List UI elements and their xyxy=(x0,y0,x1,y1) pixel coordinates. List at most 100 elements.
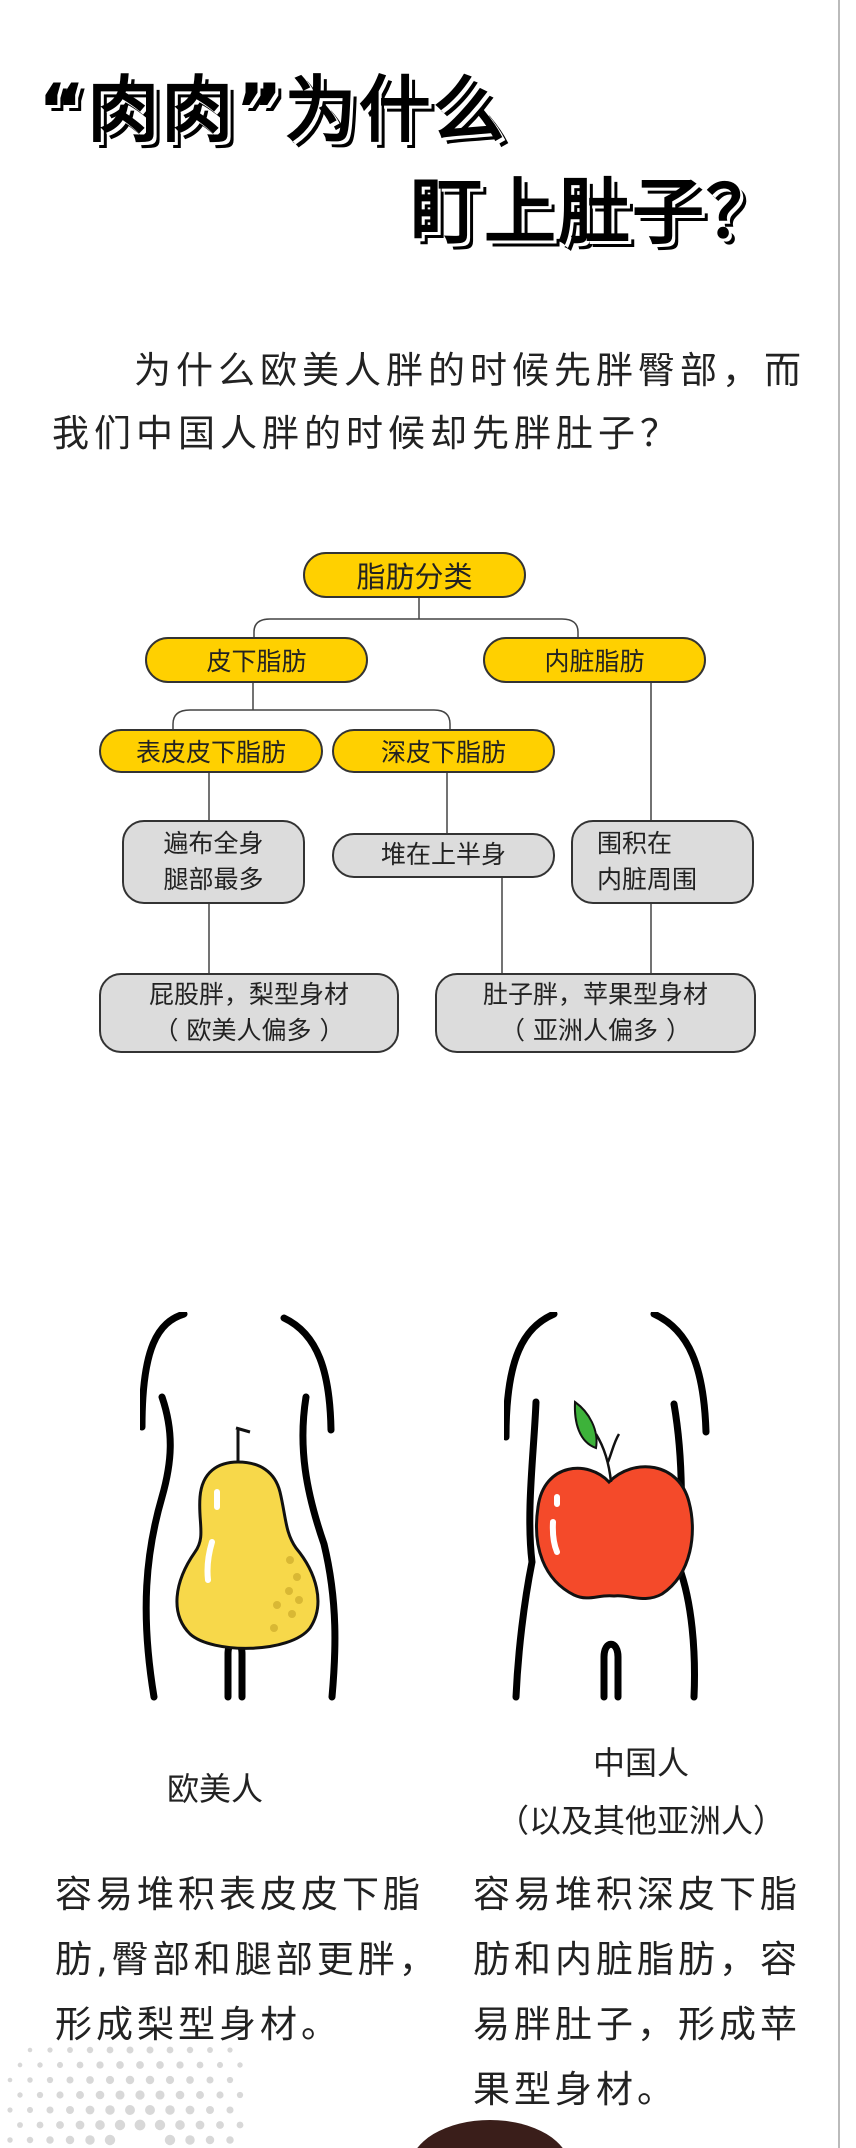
left-waist xyxy=(142,1393,174,1701)
decorative-dot xyxy=(185,2105,195,2115)
decorative-dot xyxy=(115,2090,125,2100)
decorative-dot xyxy=(86,2076,94,2084)
node-pear-result: 屁股胖，梨型身材 （ 欧美人偏多 ） xyxy=(99,973,399,1053)
text-line: 易胖肚子，形成苹 xyxy=(473,2003,801,2046)
decorative-dot xyxy=(216,2121,224,2129)
node-superficial-subcutaneous-fat: 表皮皮下脂肪 xyxy=(99,729,323,773)
left-column-text: 容易堆积表皮皮下脂 肪,臀部和腿部更胖， 形成梨型身材。 xyxy=(55,1862,440,2057)
decorative-dot xyxy=(96,2061,104,2069)
text-line: 形成梨型身材。 xyxy=(55,2003,342,2046)
node-subcutaneous-fat: 皮下脂肪 xyxy=(145,637,368,683)
decorative-dot xyxy=(86,2046,94,2054)
decorative-dot xyxy=(196,2091,204,2099)
decorative-dot xyxy=(166,2046,174,2054)
decorative-dot xyxy=(226,2136,234,2144)
decorative-dot xyxy=(186,2046,194,2054)
pear-icon xyxy=(175,1460,320,1650)
decorative-dot xyxy=(75,2120,85,2130)
node-fat-classification: 脂肪分类 xyxy=(303,552,526,598)
decorative-dot xyxy=(37,2062,43,2068)
decorative-dot xyxy=(227,2047,233,2053)
decorative-dot xyxy=(236,2121,244,2129)
apple-icon xyxy=(535,1465,694,1600)
decorative-dot xyxy=(206,2106,214,2114)
text-line: 肪,臀部和腿部更胖， xyxy=(55,1938,440,1981)
decorative-dot xyxy=(176,2061,184,2069)
node-apple-result: 肚子胖，苹果型身材 （ 亚洲人偏多 ） xyxy=(435,973,756,1053)
decorative-dot xyxy=(7,2137,13,2143)
decorative-dot xyxy=(226,2106,234,2114)
decorative-dot xyxy=(95,2120,105,2130)
text-line: 肪和内脏脂肪，容 xyxy=(473,1938,801,1981)
left-shoulder xyxy=(140,1312,188,1431)
decorative-dot xyxy=(27,2077,33,2083)
right-shoulder xyxy=(650,1312,710,1436)
decorative-dot xyxy=(17,2092,23,2098)
connector-level1 xyxy=(253,618,579,637)
apple-body-illustration xyxy=(504,1312,710,1701)
label-westerners: 欧美人 xyxy=(166,1770,263,1808)
label-chinese: 中国人 xyxy=(592,1744,689,1782)
decorative-dot xyxy=(36,2091,44,2099)
decorative-dot xyxy=(155,2090,165,2100)
decorative-dots xyxy=(7,2046,244,2146)
pear-speckles xyxy=(270,1556,303,1632)
decorative-dot xyxy=(46,2106,54,2114)
decorative-dot xyxy=(76,2061,84,2069)
decorative-dot xyxy=(66,2076,74,2084)
decorative-dot xyxy=(195,2120,205,2130)
decorative-dot xyxy=(7,2107,13,2113)
desc-line: 围积在 xyxy=(597,828,673,858)
result-line: （ 亚洲人偏多 ） xyxy=(500,1016,691,1045)
right-shoulder xyxy=(280,1314,335,1434)
node-deep-subcutaneous-fat: 深皮下脂肪 xyxy=(332,729,555,773)
decorative-dot xyxy=(46,2076,54,2084)
decorative-dot xyxy=(236,2091,244,2099)
decorative-dot xyxy=(164,2134,176,2146)
decorative-dot xyxy=(185,2135,195,2145)
apple-stem xyxy=(594,1433,621,1483)
decorative-dot xyxy=(125,2105,135,2115)
decorative-dot xyxy=(216,2091,224,2099)
decorative-dot xyxy=(26,2106,34,2114)
decorative-dot xyxy=(145,2105,155,2115)
text-line: 容易堆积表皮皮下脂 xyxy=(55,1873,424,1916)
decorative-dot xyxy=(156,2061,164,2069)
decorative-dot xyxy=(36,2121,44,2129)
decorative-dot xyxy=(104,2134,116,2146)
result-line: 屁股胖，梨型身材 xyxy=(148,979,349,1009)
result-line: （ 欧美人偏多 ） xyxy=(153,1016,345,1045)
left-waist xyxy=(512,1398,540,1701)
decorative-dot xyxy=(237,2062,243,2068)
node-deep-description: 堆在上半身 xyxy=(332,833,555,878)
decorative-footer xyxy=(7,2046,563,2148)
title-line-2: 盯上肚子？ xyxy=(410,170,781,254)
decorative-dot xyxy=(165,2105,175,2115)
decorative-dot xyxy=(186,2076,194,2084)
decorative-dot xyxy=(125,2075,135,2085)
decorative-dot xyxy=(146,2046,154,2054)
decorative-dot xyxy=(66,2106,74,2114)
intro-line-2: 我们中国人胖的时候却先胖肚子？ xyxy=(52,412,682,455)
decorative-dot xyxy=(27,2047,33,2053)
tree-connectors xyxy=(172,597,652,973)
left-shoulder xyxy=(504,1312,558,1441)
crotch xyxy=(600,1640,622,1701)
node-visceral-description: 围积在 内脏周围 xyxy=(571,820,754,904)
decorative-dot xyxy=(145,2075,155,2085)
decorative-dot xyxy=(226,2076,234,2084)
decorative-dot xyxy=(135,2090,145,2100)
decorative-dot xyxy=(105,2105,115,2115)
decorative-dot xyxy=(95,2090,105,2100)
decorative-dot xyxy=(175,2090,185,2100)
node-superficial-description: 遍布全身 腿部最多 xyxy=(122,820,305,904)
decorative-dot xyxy=(105,2075,115,2085)
decorative-dot xyxy=(56,2091,64,2099)
right-waist xyxy=(299,1393,339,1701)
decorative-dot xyxy=(205,2135,215,2145)
intro-line-1: 为什么欧美人胖的时候先胖臀部，而 xyxy=(134,349,806,392)
decorative-dot xyxy=(154,2119,166,2131)
desc-line: 腿部最多 xyxy=(163,865,264,894)
decorative-dot xyxy=(47,2047,53,2053)
decorative-dot xyxy=(114,2119,126,2131)
